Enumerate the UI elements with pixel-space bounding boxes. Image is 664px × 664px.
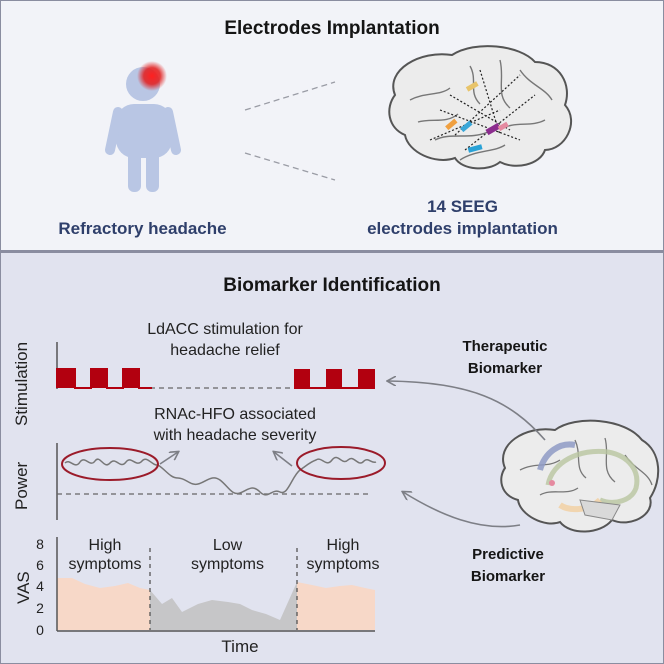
phase2-line1: Low xyxy=(212,537,243,554)
power-arrow-left xyxy=(159,452,178,465)
vas-tick: 4 xyxy=(36,578,44,594)
axis-title-stimulation: Stimulation xyxy=(12,341,31,426)
vas-tick: 6 xyxy=(36,557,44,573)
axis-title-time: Time xyxy=(221,637,259,656)
connector-line xyxy=(244,152,336,181)
stimulation-pulses xyxy=(57,369,375,388)
power-note-line1: RNAc-HFO associated xyxy=(154,406,316,423)
phase1-line2: symptoms xyxy=(68,556,142,573)
therapeutic-arrow xyxy=(388,381,546,441)
vas-area xyxy=(57,578,375,630)
therapeutic-line1: Therapeutic xyxy=(462,338,548,355)
person-icon xyxy=(105,67,181,192)
high-symptoms-area-right xyxy=(297,582,375,630)
phase2-line2: symptoms xyxy=(191,556,264,573)
headache-marker-icon xyxy=(137,61,167,91)
brain-sagittal-icon xyxy=(500,419,660,533)
right-caption-line1: 14 SEEG xyxy=(427,197,498,216)
right-caption-line2: electrodes implantation xyxy=(367,219,558,238)
predictive-arrow xyxy=(403,492,521,528)
power-trace xyxy=(64,456,377,496)
high-symptoms-area-left xyxy=(57,578,150,630)
therapeutic-line2: Biomarker xyxy=(467,360,543,377)
vas-tick: 8 xyxy=(36,536,44,552)
phase3-line1: High xyxy=(326,537,360,554)
vas-tick: 0 xyxy=(36,622,44,638)
high-power-ellipse-right xyxy=(296,446,386,480)
stim-note-line2: headache relief xyxy=(170,342,280,359)
low-symptoms-area xyxy=(150,582,297,630)
vas-tick: 2 xyxy=(36,600,44,616)
top-title: Electrodes Implantation xyxy=(224,18,440,39)
left-caption: Refractory headache xyxy=(58,219,227,238)
phase1-line1: High xyxy=(88,537,122,554)
predictive-line1: Predictive xyxy=(472,546,544,563)
power-note-line2: with headache severity xyxy=(153,427,317,444)
connector-line xyxy=(244,81,336,111)
power-arrow-right xyxy=(274,452,293,467)
predictive-line2: Biomarker xyxy=(470,568,546,585)
stim-note-line1: LdACC stimulation for xyxy=(147,321,303,338)
phase3-line2: symptoms xyxy=(306,556,380,573)
bottom-title: Biomarker Identification xyxy=(223,275,441,296)
axis-title-power: Power xyxy=(12,461,31,510)
high-power-ellipse-left xyxy=(61,447,159,481)
brain-electrodes-icon xyxy=(388,45,572,170)
